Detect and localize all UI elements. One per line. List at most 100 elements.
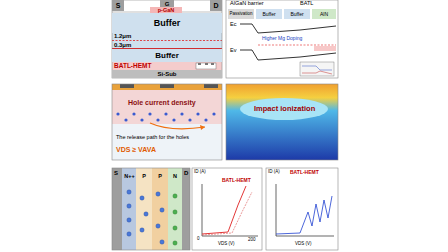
illustration-shape xyxy=(112,0,222,78)
illustration-shape xyxy=(196,112,199,115)
illustration-shape xyxy=(240,50,336,60)
illustration-shape xyxy=(172,118,175,121)
node-text: Passivation xyxy=(229,12,252,17)
region-label: P xyxy=(138,172,150,181)
illustration-shape xyxy=(314,46,336,51)
illustration-shape xyxy=(140,228,144,232)
device-name: BATL-HEMT xyxy=(114,63,151,70)
illustration-shape xyxy=(202,186,246,234)
axis-label: VDS (V) xyxy=(295,242,312,247)
band-label: Ev xyxy=(230,48,236,54)
illustration-shape xyxy=(164,112,167,115)
illustration-shape xyxy=(200,125,205,130)
annotation: Hole current density xyxy=(128,99,196,106)
illustration-shape xyxy=(140,118,143,121)
node-text: P xyxy=(158,174,162,180)
illustration-shape xyxy=(202,192,252,235)
illustration-shape xyxy=(156,192,160,196)
illustration-shape xyxy=(136,168,152,250)
axis-label: ID (A) xyxy=(194,170,206,175)
annotation: Higher Mg Doping xyxy=(262,36,302,41)
substrate-layer: Si-Sub xyxy=(112,70,222,78)
illustration-shape xyxy=(196,63,216,69)
node-text: Buffer xyxy=(290,12,303,17)
node-text: AlN xyxy=(320,12,328,17)
node-text: D xyxy=(213,2,218,9)
illustration-shape xyxy=(173,210,177,214)
illustration-shape xyxy=(168,168,182,250)
node-text: S xyxy=(116,2,121,9)
axis-label: ID (A) xyxy=(268,170,280,175)
chart-title: BATL-HEMT xyxy=(290,170,319,175)
annotation: The release path for the holes xyxy=(116,135,189,141)
node-text: Si-Sub xyxy=(158,71,177,77)
illustration-shape xyxy=(173,194,177,245)
illustration-shape xyxy=(266,168,338,250)
illustration-shape xyxy=(192,168,262,250)
illustration-shape xyxy=(302,66,332,70)
dimension-label: 0.3μm xyxy=(114,42,131,48)
region-label: N xyxy=(169,172,181,181)
illustration-shape xyxy=(112,84,222,160)
tick-label: 0 xyxy=(197,237,200,242)
tick-label: 200 xyxy=(248,238,256,243)
illustration-shape xyxy=(127,218,131,222)
region-label: N++ xyxy=(123,172,136,181)
band-label: Ec xyxy=(230,22,236,28)
illustration-shape xyxy=(112,62,222,70)
illustration-shape xyxy=(160,84,174,88)
illustration-shape xyxy=(112,84,222,160)
terminal-label: S xyxy=(114,170,118,176)
chart-title: BATL-HEMT xyxy=(222,178,251,183)
illustration-shape xyxy=(127,190,164,244)
region-label: P xyxy=(154,172,166,181)
illustration-shape xyxy=(112,33,222,49)
buffer-layer: Buffer xyxy=(112,49,222,62)
illustration-shape xyxy=(211,63,214,65)
illustration-shape xyxy=(276,196,332,234)
illustration-shape xyxy=(156,118,159,121)
node-text: Buffer xyxy=(155,52,179,60)
illustration-shape xyxy=(212,112,215,115)
gate-contact: G xyxy=(160,0,174,7)
illustration-shape xyxy=(300,62,334,76)
illustration-shape xyxy=(144,212,148,216)
illustration-shape xyxy=(173,194,177,198)
illustration-shape xyxy=(302,71,332,74)
illustration-shape xyxy=(122,168,136,250)
illustration-shape xyxy=(148,112,151,115)
illustration-shape xyxy=(152,168,168,250)
illustration-shape xyxy=(173,226,177,230)
illustration-shape xyxy=(124,118,127,121)
dimension-label: 1.2μm xyxy=(114,33,131,39)
illustration-shape xyxy=(173,241,177,245)
illustration-shape xyxy=(226,0,338,78)
illustration-shape xyxy=(160,208,164,212)
illustration-shape xyxy=(127,232,131,236)
node-text: Buffer xyxy=(262,12,275,17)
illustration-shape xyxy=(150,123,205,129)
illustration-shape xyxy=(204,84,218,88)
condition-label: VDS ≥ VAVA xyxy=(116,146,156,153)
illustration-shape xyxy=(112,168,122,250)
illustration-shape xyxy=(276,184,334,236)
illustration-shape xyxy=(182,168,190,250)
illustration-shape xyxy=(160,240,164,244)
illustration-shape xyxy=(112,90,222,124)
illustration-shape xyxy=(112,168,190,250)
node-text: P xyxy=(142,174,146,180)
layer-name: BATL xyxy=(300,1,313,7)
illustration-shape xyxy=(188,118,191,121)
illustration-shape xyxy=(127,204,131,208)
illustration-shape xyxy=(156,224,160,228)
illustration-shape xyxy=(226,84,338,160)
aln-block: AlN xyxy=(312,9,336,19)
layer-name: AlGaN barrier xyxy=(230,1,264,7)
illustration-shape xyxy=(116,112,119,115)
illustration-shape xyxy=(140,196,144,200)
illustration-shape xyxy=(258,45,336,46)
illustration-shape xyxy=(112,84,222,90)
illustration-shape xyxy=(240,24,336,33)
annotation: Impact ionization xyxy=(254,105,315,113)
illustration-shape xyxy=(127,190,131,194)
